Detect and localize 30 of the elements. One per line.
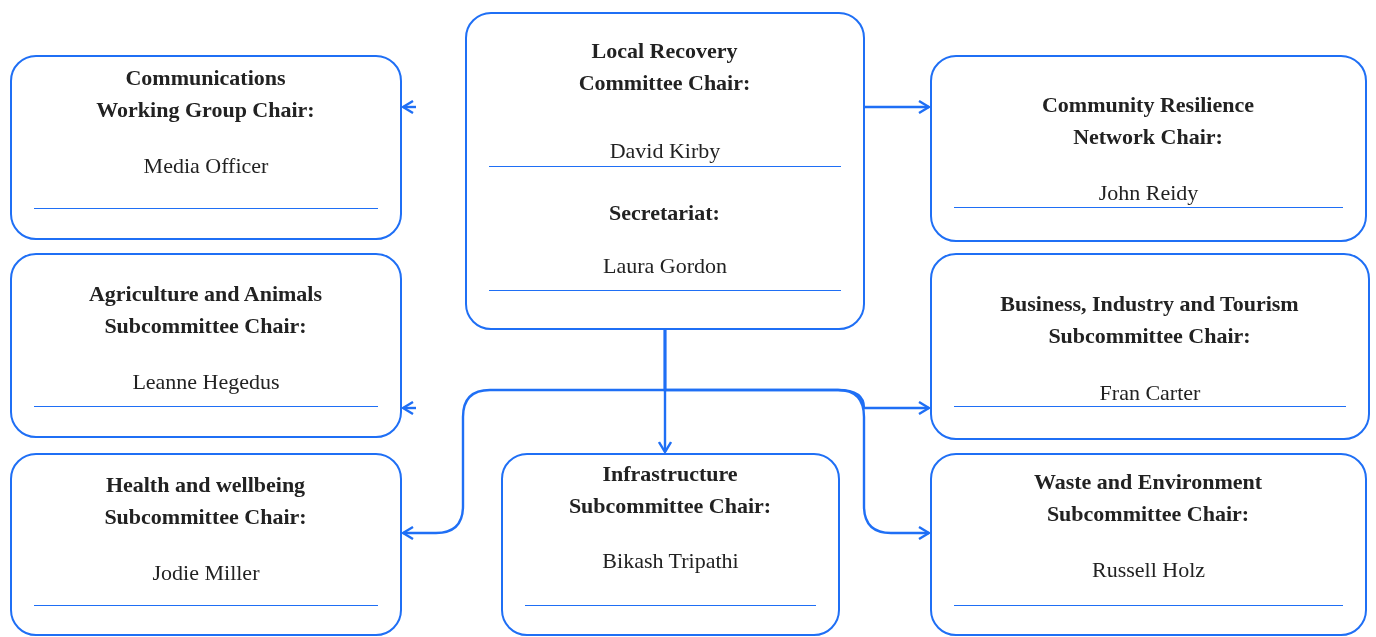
role-title: Health and wellbeing Subcommittee Chair:: [103, 470, 308, 531]
role-box: [930, 253, 1370, 440]
role-box: [10, 55, 402, 240]
role-title: Waste and Environment Subcommittee Chair:: [1032, 467, 1264, 528]
role-title: Agriculture and Animals Subcommittee Chair:: [87, 279, 324, 340]
person-name: John Reidy: [1097, 178, 1200, 207]
connector-arrow: [663, 330, 931, 541]
connector-arrow: [865, 99, 931, 115]
role-box: [465, 12, 865, 330]
person-name: Jodie Miller: [151, 558, 261, 587]
role-title: Communications Working Group Chair:: [95, 63, 316, 124]
role-title: Infrastructure Subcommittee Chair:: [567, 459, 773, 520]
role-box: [930, 453, 1367, 636]
arrowhead: [401, 400, 416, 416]
role-box: [930, 55, 1367, 242]
role-box: [10, 453, 402, 636]
person-name: Russell Holz: [1090, 555, 1207, 584]
person-name: Bikash Tripathi: [601, 546, 740, 575]
person-name: David Kirby: [608, 136, 722, 165]
role-title: Community Resilience Network Chair:: [1041, 90, 1255, 151]
role-box: [10, 253, 402, 438]
role-title: Secretariat:: [608, 198, 721, 227]
role-box: [501, 453, 840, 636]
arrowhead: [401, 99, 416, 115]
person-name: Fran Carter: [1098, 378, 1202, 407]
person-name: Media Officer: [142, 151, 270, 180]
person-name: Leanne Hegedus: [131, 367, 281, 396]
person-name: Laura Gordon: [602, 251, 728, 280]
role-title: Local Recovery Committee Chair:: [577, 36, 752, 97]
role-title: Business, Industry and Tourism Subcommittee Chair:: [999, 289, 1300, 350]
